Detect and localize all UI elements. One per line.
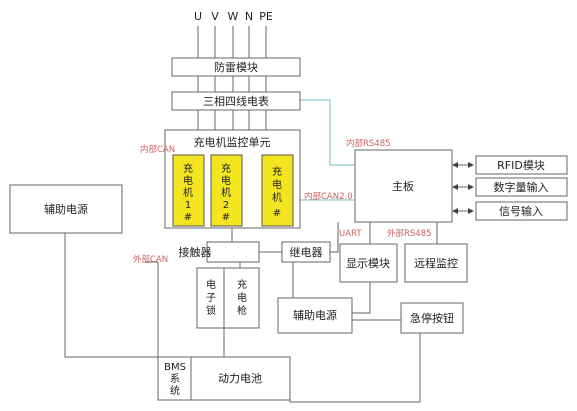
surge-module-box	[171, 57, 301, 77]
svg-text:充: 充	[183, 162, 193, 175]
rfid-box	[475, 155, 568, 175]
monitor-unit-title: 充电机监控单元	[194, 135, 271, 149]
aux-power-left-box	[9, 184, 123, 234]
phase-label-pe: PE	[259, 10, 273, 23]
svg-text:子: 子	[206, 292, 216, 304]
charger-2-label: 充 电 机 2 #	[221, 162, 231, 223]
svg-text:枪: 枪	[237, 304, 247, 317]
svg-text:机: 机	[183, 186, 193, 199]
aux-left-to-bms	[64, 233, 158, 358]
lock-gun-box	[196, 267, 260, 329]
svg-text:锁: 锁	[206, 304, 216, 317]
remote-monitor-label: 远程监控	[414, 256, 458, 270]
display-to-aux	[352, 282, 371, 314]
e-lock-label: 电 子 锁	[206, 278, 216, 317]
main-board-label: 主板	[392, 179, 414, 193]
svg-text:#: #	[273, 208, 281, 219]
charge-gun-label: 充 电 枪	[237, 278, 247, 317]
relay-box	[281, 241, 331, 263]
rs485-link	[300, 99, 355, 166]
relay-label: 继电器	[290, 246, 323, 259]
signal-input-box	[475, 201, 568, 221]
display-module-box	[339, 243, 398, 283]
battery-label: 动力电池	[218, 372, 262, 385]
external-rs485-label: 外部RS485	[387, 228, 432, 239]
svg-text:系: 系	[170, 373, 180, 385]
aux-power-left-label: 辅助电源	[44, 202, 88, 216]
svg-text:统: 统	[170, 384, 180, 397]
uart-label: UART	[339, 229, 362, 239]
internal-can-label: 内部CAN	[140, 144, 175, 155]
phase-label-v: V	[211, 10, 219, 23]
main-board-box	[354, 149, 453, 223]
svg-text:充: 充	[272, 165, 282, 178]
charger-n-box	[261, 154, 294, 227]
external-can-label: 外部CAN	[133, 254, 168, 265]
svg-text:电: 电	[272, 178, 282, 191]
svg-text:电: 电	[221, 174, 231, 187]
internal-can20-label: 内部CAN2.0	[304, 191, 353, 202]
phase-label-n: N	[245, 10, 253, 23]
svg-text:充: 充	[221, 162, 231, 175]
charger-n-label: 充 电 机 #	[272, 165, 282, 219]
charger-1-box	[172, 154, 205, 227]
internal-rs485-label: 内部RS485	[346, 138, 391, 149]
meter-box	[171, 91, 301, 111]
svg-text:机: 机	[272, 191, 282, 204]
svg-text:充: 充	[237, 278, 247, 291]
svg-text:1: 1	[185, 200, 191, 211]
arrow-rfid	[452, 162, 474, 168]
charger-2-box	[210, 154, 243, 227]
digital-input-box	[475, 177, 568, 197]
svg-text:机: 机	[221, 186, 231, 199]
estop-box	[400, 302, 464, 334]
display-module-label: 显示模块	[346, 257, 390, 270]
aux-power-bottom-label: 辅助电源	[293, 308, 337, 322]
svg-text:电: 电	[237, 291, 247, 304]
svg-text:BMS: BMS	[164, 362, 186, 373]
signal-input-label: 信号输入	[499, 204, 543, 218]
meter-label: 三相四线电表	[203, 94, 269, 108]
arrow-digital-input	[452, 184, 474, 190]
svg-text:电: 电	[206, 278, 216, 291]
board-to-relay	[330, 222, 339, 253]
contactor-box	[206, 241, 260, 263]
contactor-label: 接触器	[179, 245, 212, 259]
arrow-signal-input	[452, 208, 474, 214]
aux-power-bottom-box	[277, 297, 353, 334]
svg-text:电: 电	[183, 174, 193, 187]
phase-label-u: U	[194, 10, 202, 23]
svg-text:2: 2	[223, 200, 229, 211]
svg-text:#: #	[184, 212, 192, 223]
digital-input-label: 数字量输入	[494, 180, 549, 194]
remote-monitor-box	[404, 243, 468, 283]
estop-loop	[289, 332, 421, 403]
surge-module-label: 防雷模块	[214, 60, 258, 74]
charger-1-label: 充 电 机 1 #	[183, 162, 193, 223]
rfid-label: RFID模块	[497, 159, 545, 172]
estop-label: 急停按钮	[410, 311, 454, 325]
bms-label: BMS 系 统	[164, 362, 186, 397]
bms-battery-box	[157, 356, 291, 401]
phase-label-w: W	[228, 10, 239, 23]
svg-text:#: #	[222, 212, 230, 223]
